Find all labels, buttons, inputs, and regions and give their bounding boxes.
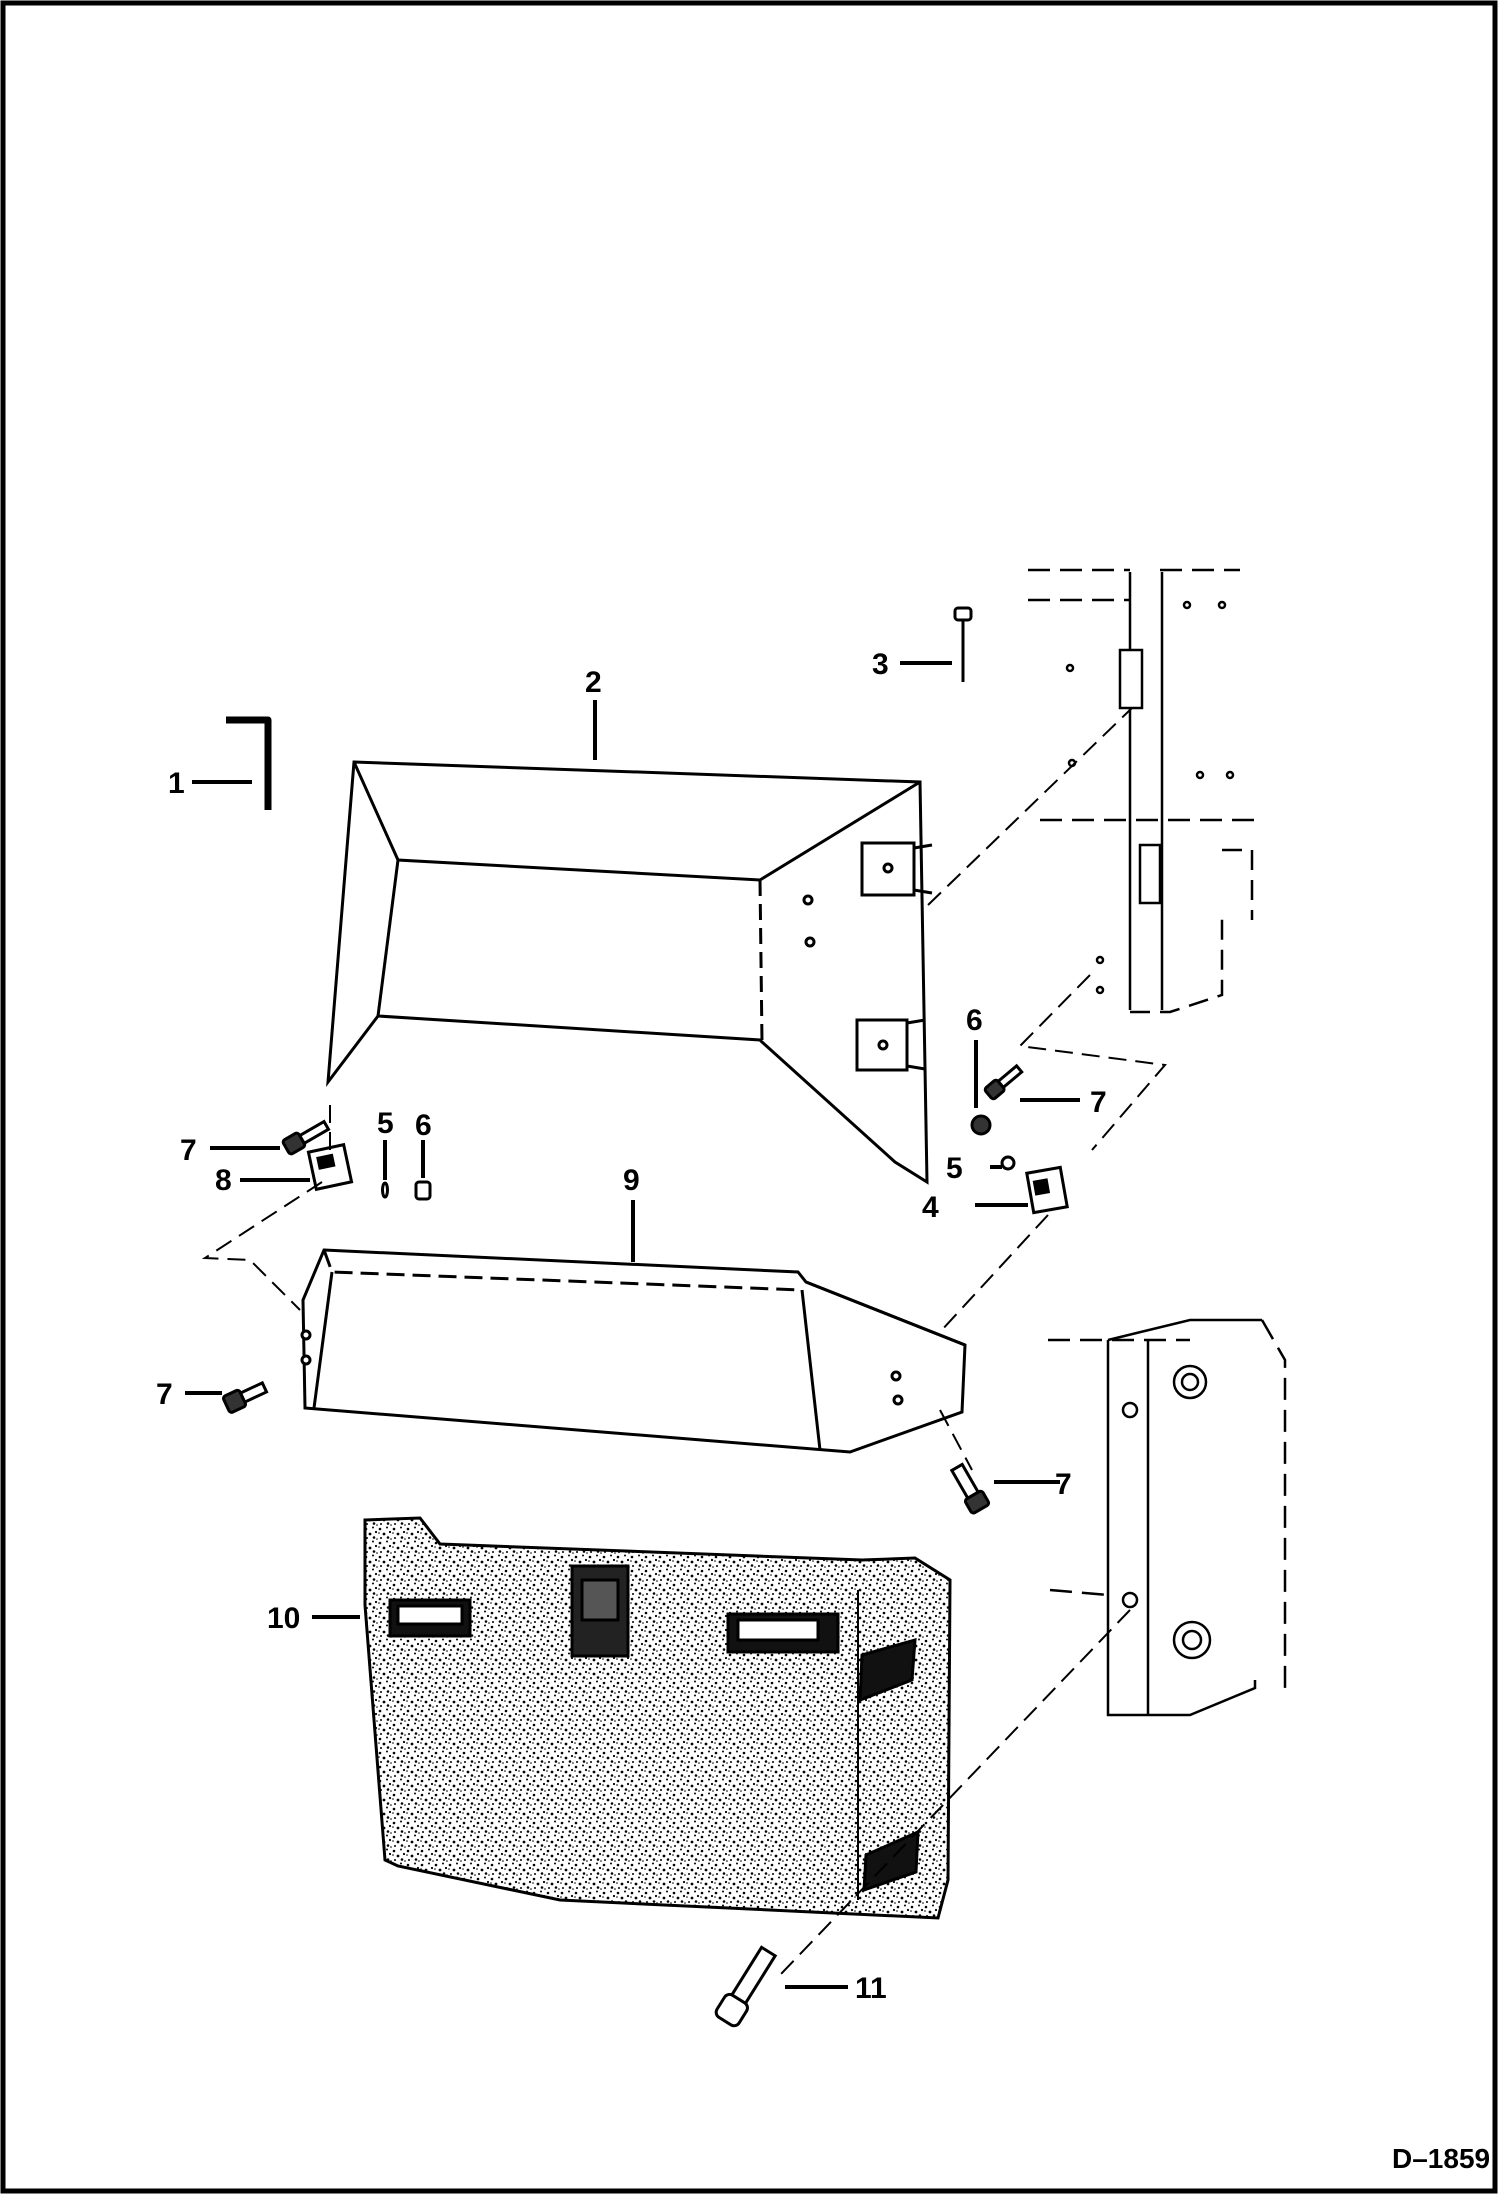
callout-8: 8: [215, 1164, 232, 1197]
callout-9: 9: [623, 1164, 640, 1197]
cap-screw-parts: [222, 1063, 1024, 1515]
hinge-left-part: [306, 1142, 354, 1192]
callout-labels: 1 2 3 6 7 5 4 7 5 6 8 9 7 7 10 11: [156, 648, 1107, 2005]
callout-1: 1: [168, 767, 185, 800]
support-bracket-part: [300, 1248, 967, 1454]
callout-2: 2: [585, 666, 602, 699]
callout-10: 10: [267, 1602, 300, 1635]
callout-6-right: 6: [966, 1004, 983, 1037]
leader-lines: [185, 661, 1080, 1989]
wrench-part: [226, 716, 272, 810]
tray-shield-part: [326, 760, 933, 1185]
drawing-reference-code: D–1859: [1392, 2143, 1490, 2174]
callout-7-left-lower: 7: [156, 1378, 173, 1411]
callout-7-right-upper: 7: [1090, 1086, 1107, 1119]
callout-4: 4: [922, 1191, 939, 1224]
counterweight-panel-part: [363, 1516, 952, 1920]
machine-frame-lower: [1048, 1318, 1287, 1717]
nut-parts: [414, 1114, 992, 1201]
callout-11: 11: [855, 1972, 887, 2005]
alignment-lines: [201, 707, 1167, 1976]
callout-7-left-upper: 7: [180, 1134, 197, 1167]
washer-parts: [381, 1155, 1016, 1199]
callout-5-right: 5: [946, 1152, 963, 1185]
callout-7-right-lower: 7: [1055, 1468, 1072, 1501]
callout-3: 3: [872, 648, 889, 681]
hinge-bolt-part: [953, 606, 973, 682]
callout-6-left: 6: [415, 1109, 432, 1142]
hinge-right-part: [1025, 1165, 1069, 1215]
mounting-bolt-part: [714, 1945, 778, 2028]
callout-5-left: 5: [377, 1107, 394, 1140]
machine-frame-upper: [1028, 568, 1262, 1014]
